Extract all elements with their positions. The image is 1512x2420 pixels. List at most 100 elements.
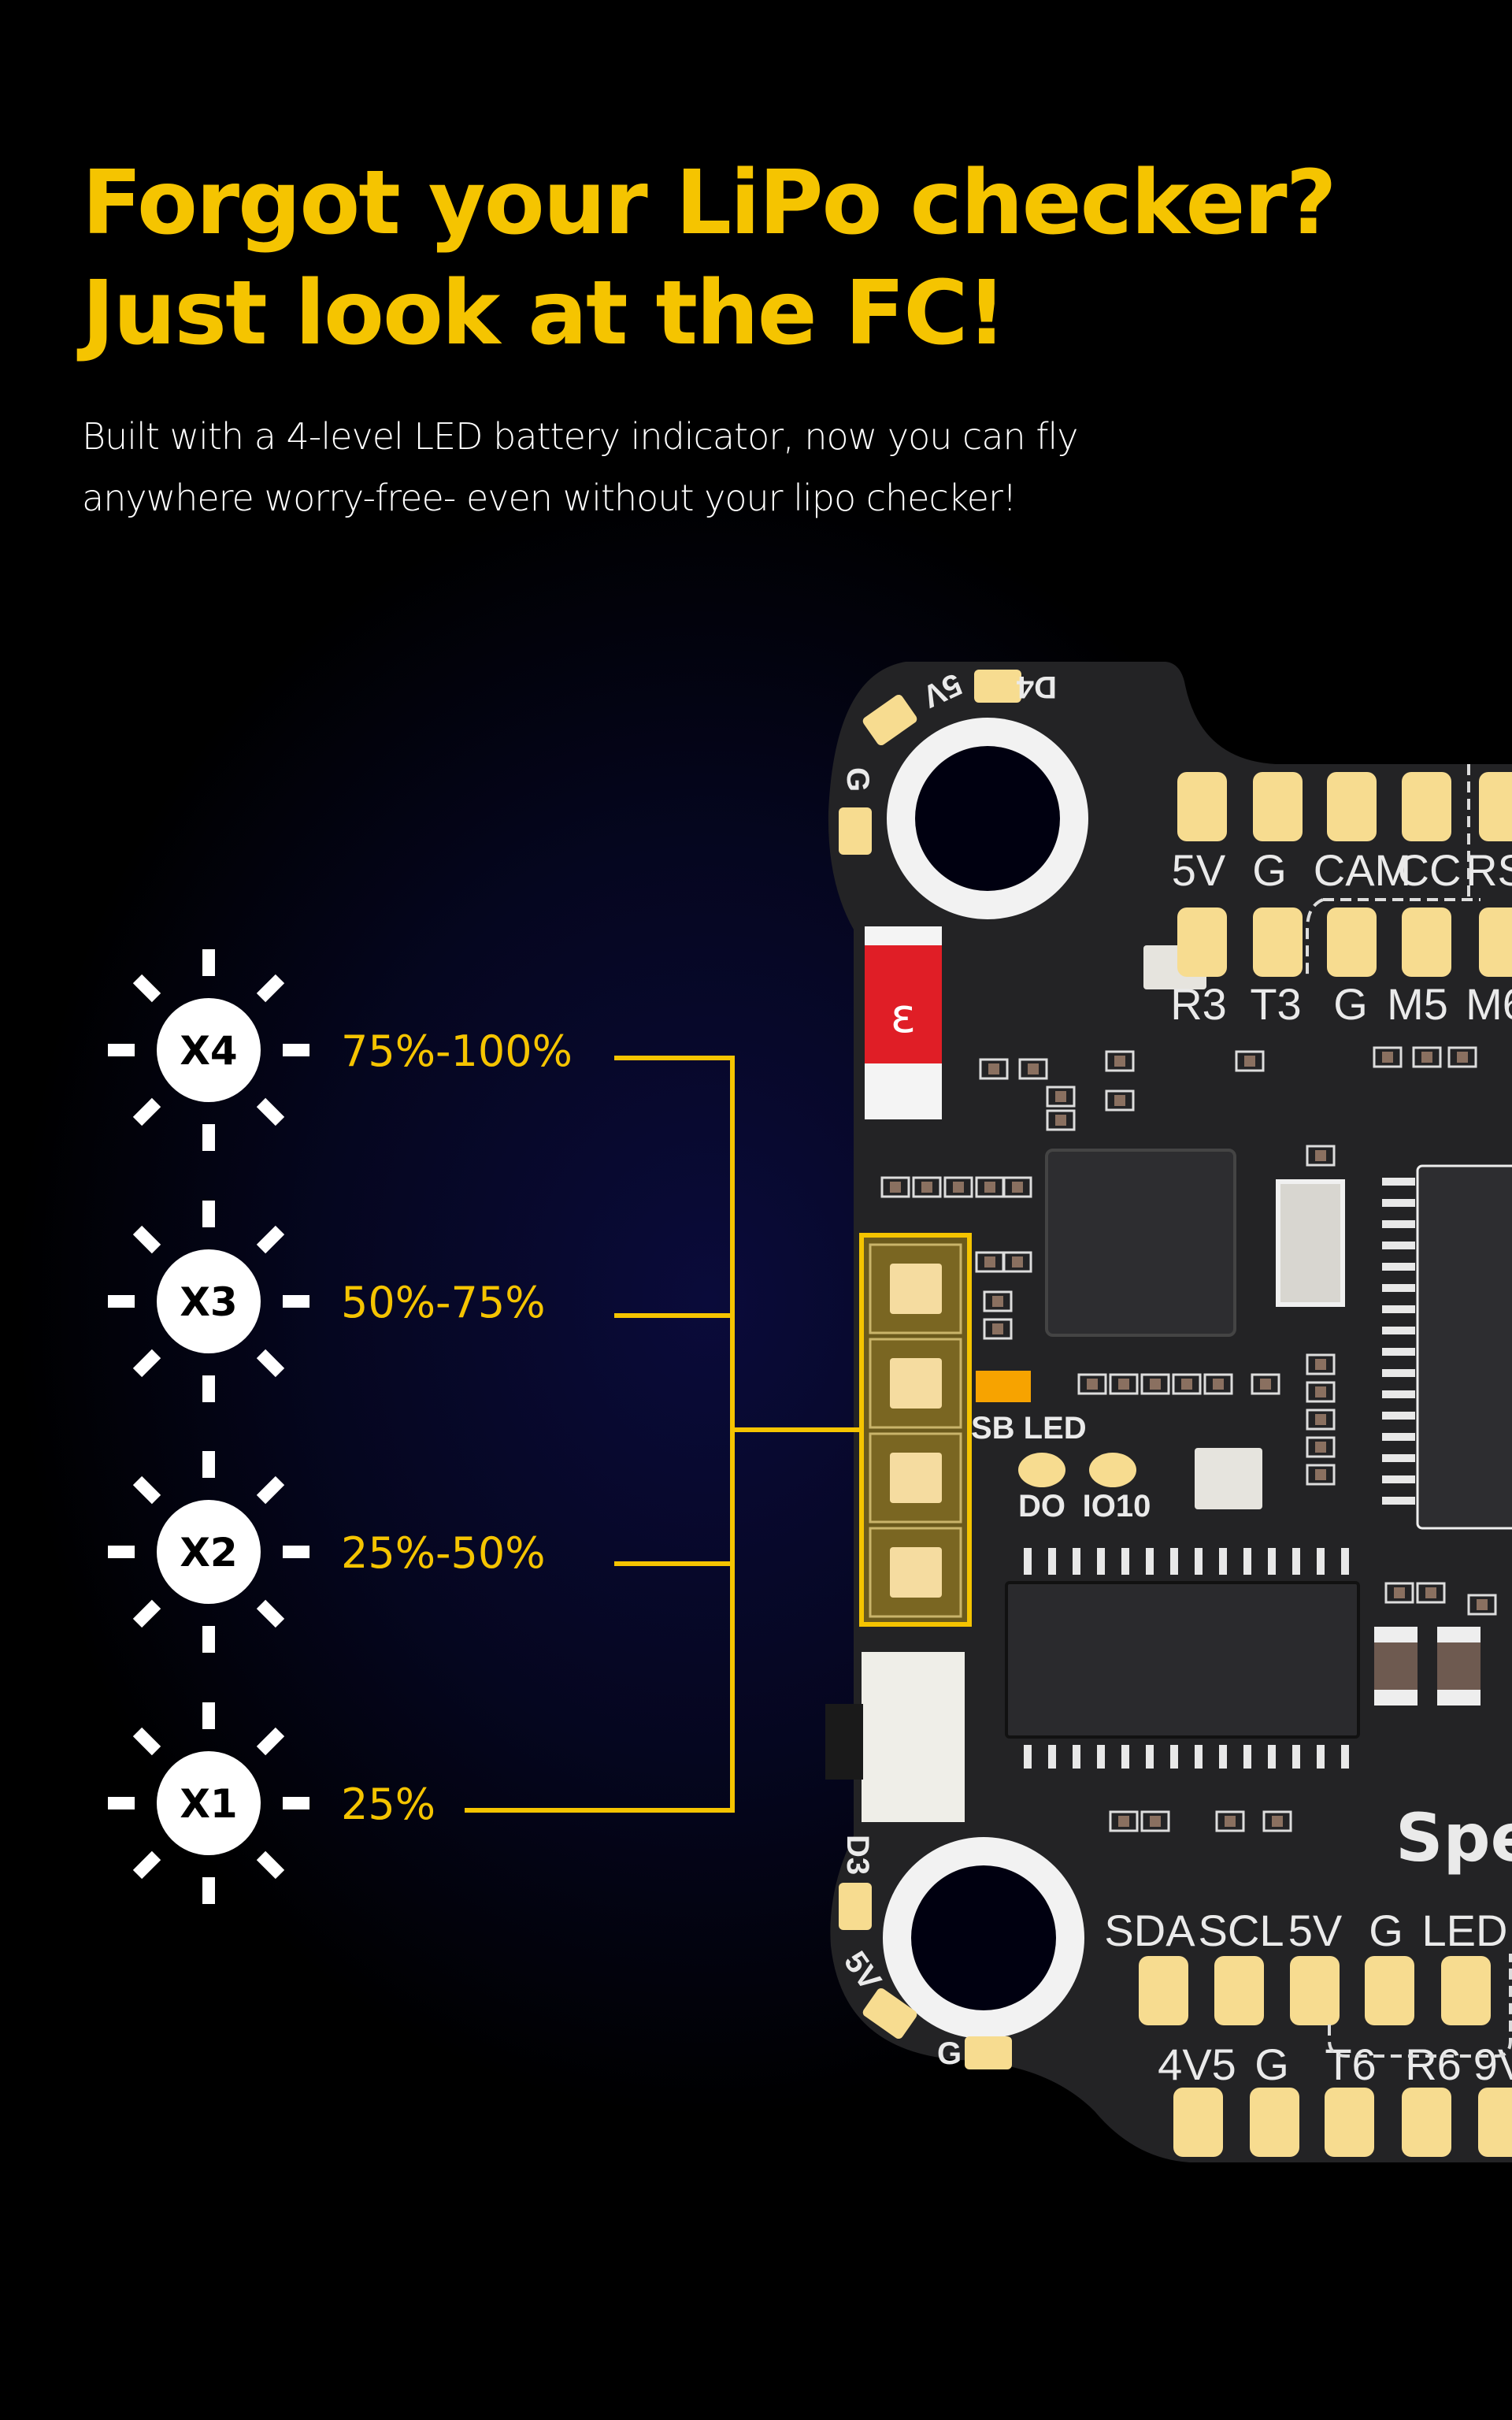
ray bbox=[256, 974, 285, 1003]
ray bbox=[132, 1475, 161, 1505]
ray bbox=[108, 1295, 135, 1308]
chip-pin bbox=[1382, 1305, 1415, 1313]
chip-pin bbox=[1382, 1369, 1415, 1377]
smd-component bbox=[1172, 1373, 1202, 1395]
button-2 bbox=[1195, 1448, 1262, 1509]
level-range: 75%-100% bbox=[341, 1026, 573, 1076]
chip-gyro bbox=[1045, 1149, 1236, 1337]
chip-pin bbox=[1382, 1284, 1415, 1292]
led-label: X4 bbox=[180, 1028, 237, 1074]
connector-lines bbox=[465, 1056, 862, 1813]
smd-component bbox=[1412, 1046, 1442, 1068]
smd-component bbox=[1306, 1436, 1336, 1458]
ray bbox=[108, 1044, 135, 1056]
smd-component bbox=[1467, 1594, 1497, 1616]
ray bbox=[202, 1375, 215, 1402]
ray bbox=[202, 1201, 215, 1227]
smd-component bbox=[1105, 1089, 1135, 1112]
chip-pin bbox=[1382, 1454, 1415, 1462]
mount-hole-bottom bbox=[883, 1837, 1084, 2039]
solder-pad bbox=[1479, 908, 1512, 977]
chip-pin bbox=[1317, 1548, 1325, 1575]
ray bbox=[132, 1599, 161, 1628]
pad-label: CC bbox=[1398, 845, 1462, 895]
chip-pin bbox=[1024, 1745, 1032, 1769]
mount-hole-top bbox=[887, 718, 1088, 919]
chip-pin bbox=[1292, 1745, 1300, 1769]
chip-pin bbox=[1121, 1548, 1129, 1575]
smd-component bbox=[1140, 1810, 1170, 1832]
led-indicator-strip bbox=[859, 1233, 972, 1627]
solder-pad bbox=[1327, 908, 1377, 977]
pad-label: 5V bbox=[1172, 845, 1226, 895]
smd-component bbox=[1447, 1046, 1477, 1068]
pad-label: T6 bbox=[1325, 2040, 1376, 2089]
corner-label-g-bottom: G bbox=[937, 2036, 962, 2071]
chip-pin bbox=[1382, 1220, 1415, 1228]
solder-pad bbox=[1441, 1956, 1491, 2025]
ray bbox=[202, 1124, 215, 1151]
smd-component bbox=[983, 1290, 1013, 1312]
chip-pin bbox=[1146, 1548, 1154, 1575]
ray bbox=[132, 1097, 161, 1126]
smd-component bbox=[1262, 1810, 1292, 1832]
ray bbox=[256, 1727, 285, 1756]
chip-pin bbox=[1382, 1348, 1415, 1356]
subtitle: Built with a 4-level LED battery indicat… bbox=[82, 406, 1079, 529]
smd-component bbox=[1306, 1409, 1336, 1431]
level-range: 25%-50% bbox=[341, 1528, 546, 1578]
chip-pin bbox=[1382, 1412, 1415, 1420]
inductor bbox=[1374, 1627, 1418, 1706]
solder-pad bbox=[1402, 908, 1451, 977]
level-range: 50%-75% bbox=[341, 1278, 546, 1327]
ray bbox=[202, 1877, 215, 1904]
chip-pin bbox=[1170, 1745, 1178, 1769]
smd-component bbox=[912, 1176, 942, 1198]
smd-component bbox=[1105, 1050, 1135, 1072]
chip-pin bbox=[1048, 1745, 1056, 1769]
pad-label: G bbox=[1252, 845, 1287, 895]
ray bbox=[108, 1546, 135, 1558]
solder-pad bbox=[1365, 1956, 1414, 2025]
solder-pad bbox=[1327, 772, 1377, 841]
ray bbox=[256, 1349, 285, 1378]
ray bbox=[108, 1797, 135, 1809]
capacitor-c3: ε bbox=[865, 926, 942, 1119]
smd-component bbox=[1251, 1373, 1280, 1395]
sun-led-icon bbox=[108, 1702, 309, 1904]
led-label: X2 bbox=[180, 1530, 237, 1576]
pad-label: RS bbox=[1466, 845, 1512, 895]
pad-label: LED bbox=[1422, 1906, 1508, 1955]
ray bbox=[283, 1044, 309, 1056]
crystal bbox=[1276, 1179, 1345, 1307]
solder-pad bbox=[1250, 2088, 1299, 2157]
corner-label-d3: D3 bbox=[840, 1835, 875, 1875]
strip-led bbox=[869, 1527, 962, 1618]
chip-mcu bbox=[1416, 1164, 1512, 1530]
chip-pin bbox=[1382, 1475, 1415, 1483]
corner-label-d4: D4 bbox=[1016, 670, 1057, 704]
solder-pad bbox=[1478, 2088, 1512, 2157]
chip-pin bbox=[1073, 1548, 1080, 1575]
smd-component bbox=[1306, 1464, 1336, 1486]
chip-pin bbox=[1341, 1745, 1349, 1769]
chip-pin bbox=[1243, 1548, 1251, 1575]
pad-label: M6 bbox=[1466, 979, 1512, 1029]
subtitle-line-2: anywhere worry-free- even without your l… bbox=[82, 477, 1017, 519]
headline-line-1: Forgot your LiPo checker? bbox=[82, 152, 1337, 254]
chip-pin bbox=[1292, 1548, 1300, 1575]
smd-component bbox=[1046, 1086, 1076, 1108]
ray bbox=[132, 1850, 161, 1880]
chip-pin bbox=[1219, 1745, 1227, 1769]
smd-component bbox=[1306, 1353, 1336, 1375]
ray bbox=[256, 1599, 285, 1628]
pad-label: SCL bbox=[1199, 1906, 1284, 1955]
chip-pin bbox=[1382, 1199, 1415, 1207]
strip-led-lens bbox=[890, 1358, 942, 1409]
chip-pin bbox=[1146, 1745, 1154, 1769]
usb-switch bbox=[862, 1652, 965, 1822]
solder-pad bbox=[1402, 2088, 1451, 2157]
chip-pin bbox=[1382, 1433, 1415, 1441]
headline-line-2: Just look at the FC! bbox=[82, 262, 1006, 365]
